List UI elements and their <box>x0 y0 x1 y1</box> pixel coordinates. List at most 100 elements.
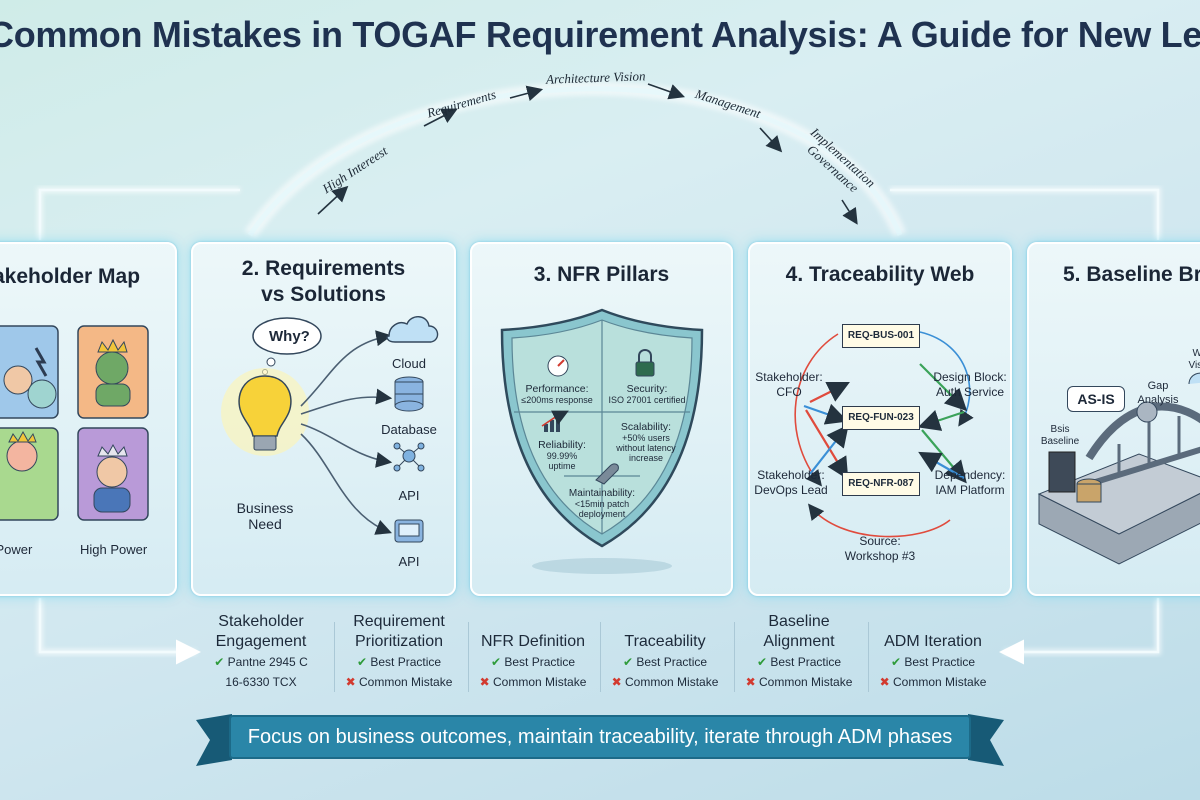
solution-cloud: Cloud <box>392 356 426 371</box>
divider <box>600 622 601 692</box>
best-practice-label: Best Practice <box>504 655 576 669</box>
low-power-label: Low Power <box>0 542 33 557</box>
sec-value: ISO 27001 certified <box>608 395 686 405</box>
divider <box>734 622 735 692</box>
divider <box>468 622 469 692</box>
scal-title: Scalability: <box>620 421 672 433</box>
baseline-line2: Baseline <box>1040 436 1080 447</box>
panel-baseline-bridge: 5. Baseline Bridge AS-IS Gap Analysis Bs… <box>1027 242 1200 596</box>
common-mistake-label: Common Mistake <box>493 675 587 689</box>
check-icon: ✔ <box>756 655 767 669</box>
design-block-line2: Auth Service <box>935 385 1005 399</box>
stakeholder-devops-line2: DevOps Lead <box>754 483 828 497</box>
panel-title: Stakeholder Map <box>0 265 141 288</box>
gap-line2: Analysis <box>1137 394 1179 406</box>
common-mistake-label: Common Mistake <box>359 675 453 689</box>
banner-ribbon <box>229 715 971 759</box>
solution-database: Database <box>381 422 437 437</box>
check-icon: ✔ <box>356 655 367 669</box>
stakeholder-devops-line1: Stakeholder: <box>757 468 825 482</box>
common-mistake-label: Common Mistake <box>625 675 719 689</box>
column-adm-iteration: ADM Iteration ✔ Best Practice ✖ Common M… <box>868 612 998 692</box>
cross-icon: ✖ <box>745 675 756 689</box>
gap-line1: Gap <box>1147 380 1169 392</box>
check-icon: ✔ <box>890 655 901 669</box>
banner-text: Focus on business outcomes, maintain tra… <box>247 726 953 748</box>
maint-title: Maintainability: <box>568 488 636 499</box>
baseline-line1: Bsis <box>1050 424 1070 435</box>
solution-api-device: API <box>398 554 420 569</box>
req-box-fun: REQ-FUN-023 <box>842 406 920 430</box>
as-is-badge: AS-IS <box>1067 386 1125 412</box>
cross-icon: ✖ <box>879 675 890 689</box>
stakeholder-grid <box>0 325 149 521</box>
stakeholder-cfo-line1: Stakeholder: <box>755 370 823 384</box>
maint-value2: deployment <box>578 509 626 519</box>
common-mistake-label: Common Mistake <box>759 675 853 689</box>
traceability-diagram <box>794 331 974 538</box>
panel-title: 4. Traceability Web <box>785 263 975 286</box>
rel-value2: uptime <box>548 461 576 471</box>
sec-title: Security: <box>626 383 668 395</box>
vision-line2: Vision <box>1188 360 1200 371</box>
cloud-icon <box>386 316 439 343</box>
panel-requirements-vs-solutions: 2. Requirements vs Solutions <box>191 242 456 596</box>
divider <box>334 622 335 692</box>
business-need-line2: Need <box>248 516 282 532</box>
panel-title-line1: 2. Requirements <box>241 257 406 280</box>
database-icon <box>394 376 424 412</box>
rel-value1: 99.99% <box>546 451 578 461</box>
check-icon: ✔ <box>214 655 225 669</box>
column-title: ADM Iteration <box>884 633 982 650</box>
cross-icon: ✖ <box>479 675 490 689</box>
column-title: NFR Definition <box>480 633 586 650</box>
page-title: Common Mistakes in TOGAF Requirement Ana… <box>0 14 1200 55</box>
nfr-shield <box>500 308 704 574</box>
divider <box>868 622 869 692</box>
cross-icon: ✖ <box>611 675 622 689</box>
lock-icon <box>635 361 655 377</box>
bridge-diagram <box>1037 372 1200 565</box>
check-icon: ✔ <box>490 655 501 669</box>
scal-value2: without latency <box>616 443 676 453</box>
common-mistake-label: Common Mistake <box>893 675 987 689</box>
panel-title-line2: vs Solutions <box>261 283 386 306</box>
column-line2: 16-6330 TCX <box>225 675 297 689</box>
solution-api: API <box>398 488 420 503</box>
check-icon: ✔ <box>622 655 633 669</box>
gear-icon <box>1136 401 1158 423</box>
network-icon <box>393 442 425 472</box>
panel-stakeholder-map: Stakeholder Map Low Power High Power <box>0 242 177 596</box>
high-power-label: High Power <box>80 542 148 557</box>
perf-title: Performance: <box>525 383 589 395</box>
vision-line1: Wisi <box>1177 348 1200 359</box>
panel-nfr-pillars: 3. NFR Pillars Performance: ≤200ms respo… <box>470 242 733 596</box>
cross-icon: ✖ <box>345 675 356 689</box>
req-box-nfr: REQ-NFR-087 <box>842 472 920 496</box>
scal-value3: increase <box>628 453 664 463</box>
rel-title: Reliability: <box>538 439 586 451</box>
design-block-line1: Design Block: <box>933 370 1007 384</box>
column-title: Traceability <box>624 633 706 650</box>
column-nfr-definition: NFR Definition ✔ Best Practice ✖ Common … <box>468 612 598 692</box>
req-box-bus: REQ-BUS-001 <box>842 324 920 348</box>
column-line1: Pantne 2945 C <box>227 655 308 669</box>
why-bubble-text: Why? <box>269 328 310 345</box>
dependency-line2: IAM Platform <box>935 483 1005 497</box>
requirements-diagram <box>221 316 439 543</box>
source-line1: Source: <box>859 534 901 548</box>
maint-value1: <15min patch <box>574 499 630 509</box>
best-practice-label: Best Practice <box>904 655 976 669</box>
panel-traceability-web: 4. Traceability Web REQ-BUS-001 REQ-FUN-… <box>748 242 1012 596</box>
best-practice-label: Best Practice <box>370 655 442 669</box>
panel-title: 5. Baseline Bridge <box>1063 263 1200 286</box>
business-need-line1: Business <box>236 500 294 516</box>
stakeholder-cfo-line2: CFO <box>776 385 802 399</box>
wrench-icon <box>595 463 619 485</box>
